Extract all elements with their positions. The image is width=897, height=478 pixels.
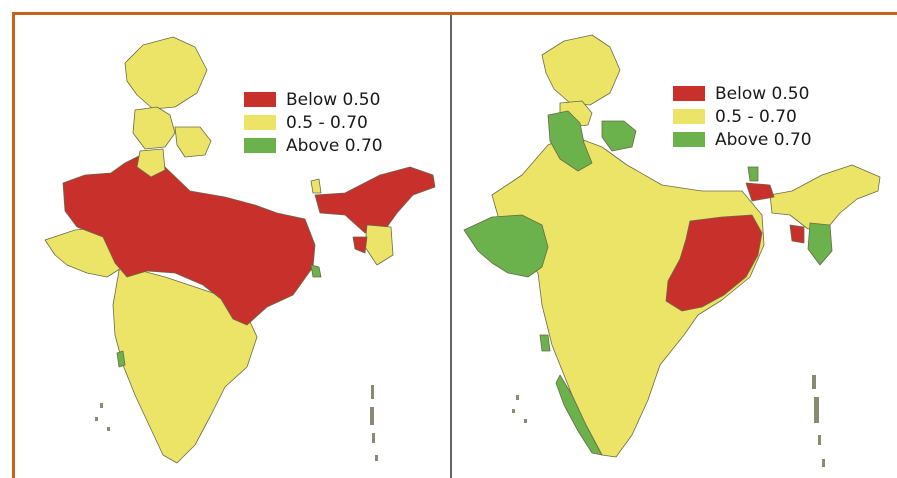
- region-punjab: [547, 110, 593, 172]
- legend-swatch: [673, 109, 705, 124]
- region-himachal: [132, 106, 176, 150]
- legend-swatch: [244, 138, 276, 153]
- region-west-bengal-north: [745, 182, 775, 202]
- legend-right-item-mid: 0.5 - 0.70: [673, 105, 812, 128]
- region-haryana: [136, 148, 166, 178]
- legend-left-item-mid: 0.5 - 0.70: [244, 111, 383, 134]
- island-groups: [95, 385, 378, 461]
- region-sikkim: [310, 178, 322, 194]
- legend-right-item-above: Above 0.70: [673, 128, 812, 151]
- region-goa: [116, 350, 126, 368]
- region-coast-east: [310, 264, 322, 278]
- region-uttarakhand: [601, 120, 637, 152]
- panel-divider: [450, 15, 452, 478]
- region-northeast-south: [364, 224, 394, 266]
- legend-left-item-below: Below 0.50: [244, 88, 383, 111]
- region-uttarakhand: [174, 126, 212, 158]
- legend-swatch: [673, 132, 705, 147]
- region-tripura: [352, 236, 368, 254]
- region-northeast-green: [807, 222, 833, 266]
- legend-swatch: [673, 86, 705, 101]
- frame-left-border: [12, 12, 15, 478]
- region-main-body: [491, 134, 765, 458]
- legend-right: Below 0.50 0.5 - 0.70 Above 0.70: [673, 82, 812, 151]
- region-northeast: [314, 166, 436, 234]
- legend-label: Above 0.70: [715, 129, 812, 150]
- island-groups: [512, 375, 825, 467]
- india-map-left: [44, 36, 436, 464]
- map-panel-right: [452, 15, 897, 478]
- legend-swatch: [244, 115, 276, 130]
- region-kerala: [555, 374, 603, 456]
- legend-right-item-below: Below 0.50: [673, 82, 812, 105]
- region-tripura: [789, 224, 805, 244]
- legend-label: 0.5 - 0.70: [715, 106, 797, 127]
- legend-left-item-above: Above 0.70: [244, 134, 383, 157]
- legend-label: Below 0.50: [715, 83, 810, 104]
- legend-left: Below 0.50 0.5 - 0.70 Above 0.70: [244, 88, 383, 157]
- region-northeast: [769, 164, 881, 230]
- frame-top-border: [12, 12, 897, 15]
- legend-label: Below 0.50: [286, 89, 381, 110]
- region-sikkim: [747, 166, 759, 182]
- legend-swatch: [244, 92, 276, 107]
- region-jammu-kashmir: [541, 34, 621, 106]
- region-jammu-kashmir: [124, 36, 208, 110]
- india-map-right: [463, 34, 881, 467]
- region-east-red: [665, 214, 763, 312]
- legend-label: 0.5 - 0.70: [286, 112, 368, 133]
- region-goa: [539, 334, 551, 352]
- legend-label: Above 0.70: [286, 135, 383, 156]
- region-gujarat: [463, 214, 549, 278]
- map-panel-left: [15, 15, 450, 478]
